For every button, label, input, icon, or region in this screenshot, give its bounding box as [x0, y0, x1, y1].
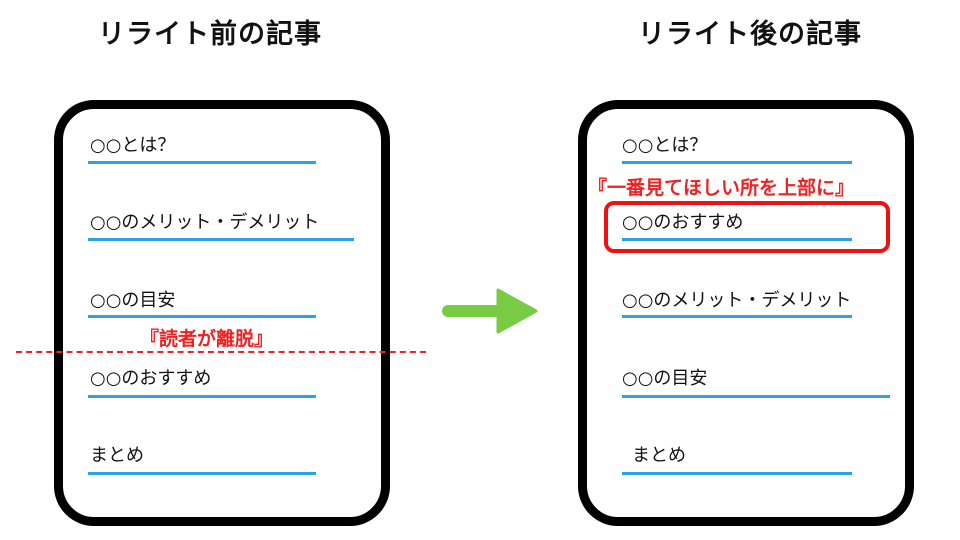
- priority-highlight-box: [604, 201, 890, 253]
- before-item-4: ○○のおすすめ: [90, 368, 212, 389]
- before-item-1: ○○とは？: [90, 135, 176, 156]
- before-item-5-underline: [88, 472, 316, 475]
- before-item-1-underline: [88, 161, 316, 164]
- after-item-5: まとめ: [632, 445, 686, 466]
- after-item-1-underline: [622, 161, 852, 164]
- after-item-3-underline: [622, 315, 852, 318]
- before-item-5: まとめ: [90, 445, 144, 466]
- before-item-4-underline: [88, 395, 316, 398]
- priority-annotation: 『一番見てほしい所を上部に』: [588, 177, 855, 199]
- right-arrow-icon: [442, 288, 538, 334]
- article-before-frame: [54, 100, 390, 526]
- after-item-2: ○○のおすすめ: [622, 212, 744, 233]
- before-item-2: ○○のメリット・デメリット: [90, 212, 320, 233]
- before-item-3: ○○の目安: [90, 290, 176, 311]
- after-item-1: ○○とは？: [622, 135, 708, 156]
- reader-exit-annotation: 『読者が離脱』: [140, 328, 274, 350]
- after-item-5-underline: [622, 472, 852, 475]
- article-after-frame: [578, 100, 914, 526]
- before-item-3-underline: [88, 315, 316, 318]
- after-item-2-underline: [622, 238, 852, 241]
- after-item-4-underline: [622, 395, 890, 398]
- exit-dashed-line: [16, 351, 426, 353]
- title-after: リライト後の記事: [638, 19, 862, 50]
- after-item-3: ○○のメリット・デメリット: [622, 290, 852, 311]
- title-before: リライト前の記事: [98, 19, 322, 50]
- after-item-4: ○○の目安: [622, 368, 708, 389]
- before-item-2-underline: [88, 238, 354, 241]
